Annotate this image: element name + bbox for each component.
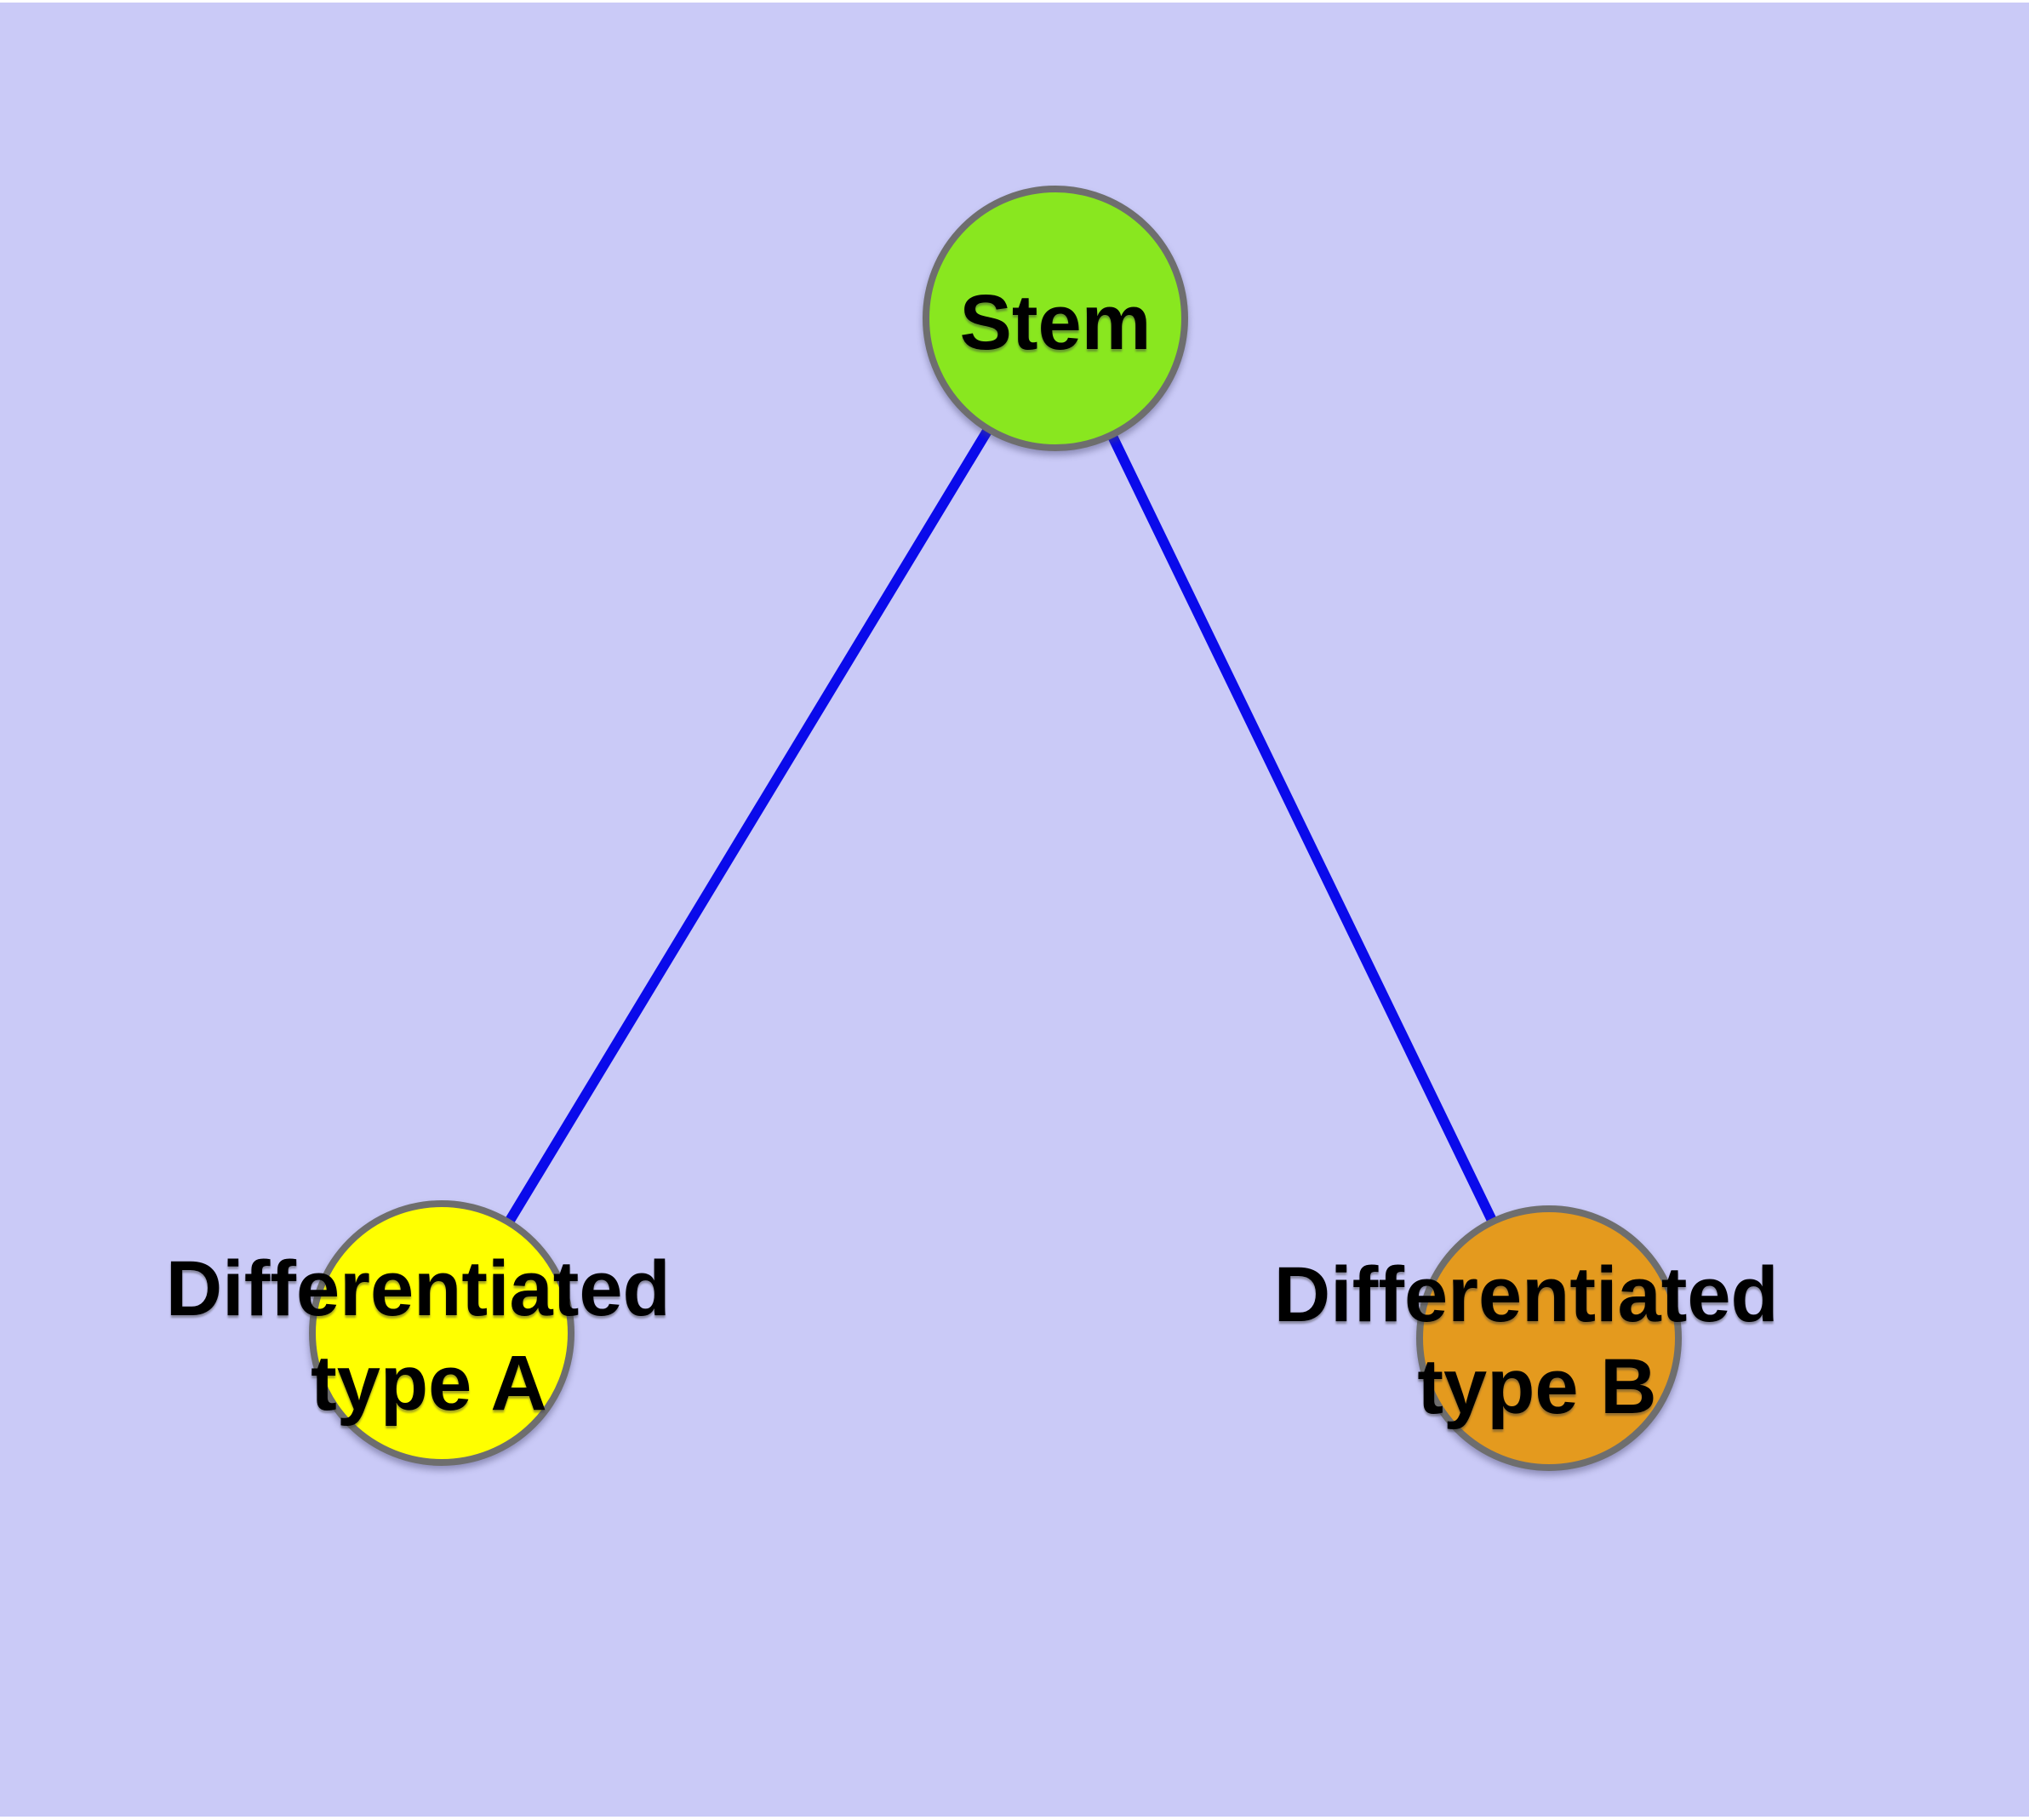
node-type-b-circle [1416, 1205, 1682, 1471]
node-type-b-label-line1: Differentiated [1274, 1251, 1779, 1338]
node-differentiated-type-b: Differentiated type B [1274, 1205, 1801, 1471]
node-type-a-label-line2: type A [311, 1340, 547, 1427]
node-type-a-circle [309, 1200, 574, 1466]
edge-stem-to-type-b [1050, 316, 1554, 1341]
edge-stem-to-type-a [437, 315, 1060, 1336]
node-type-a-label: Differentiated type A [166, 1245, 693, 1427]
node-type-b-label-line2: type B [1417, 1343, 1656, 1430]
node-stem-label: Stem [960, 279, 1152, 366]
node-type-b-label: Differentiated type B [1274, 1251, 1801, 1430]
node-type-a-label-line1: Differentiated [166, 1245, 671, 1332]
node-stem-circle [923, 186, 1188, 451]
node-stem: Stem [923, 186, 1188, 451]
node-differentiated-type-a: Differentiated type A [166, 1200, 693, 1466]
